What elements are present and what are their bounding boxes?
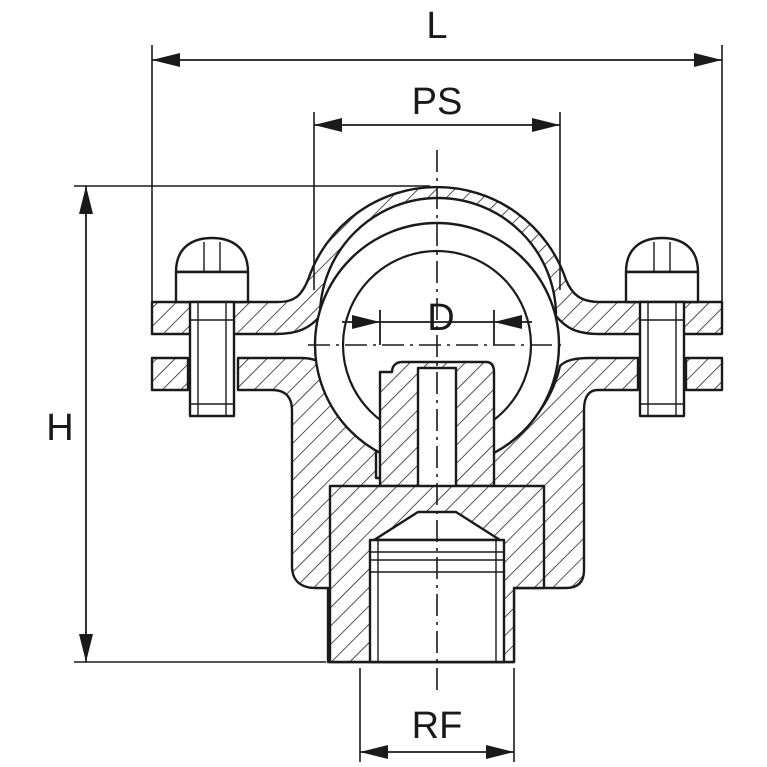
center-lines	[308, 150, 566, 690]
dimension-ps-label: PS	[412, 81, 463, 123]
screw-left	[174, 236, 250, 418]
dimension-d: D	[342, 297, 532, 345]
dimension-rf: RF	[359, 668, 515, 762]
lower-flange-left	[150, 356, 190, 392]
screw-right	[624, 236, 700, 418]
dimension-l-label: L	[426, 5, 447, 47]
dimension-h: H	[46, 185, 430, 663]
dimension-ps: PS	[313, 81, 561, 290]
lower-flange-right	[684, 356, 724, 392]
dimension-h-label: H	[46, 407, 73, 449]
dimension-d-label: D	[427, 297, 454, 339]
dimension-l: L	[151, 5, 723, 302]
dimension-rf-label: RF	[412, 705, 463, 747]
